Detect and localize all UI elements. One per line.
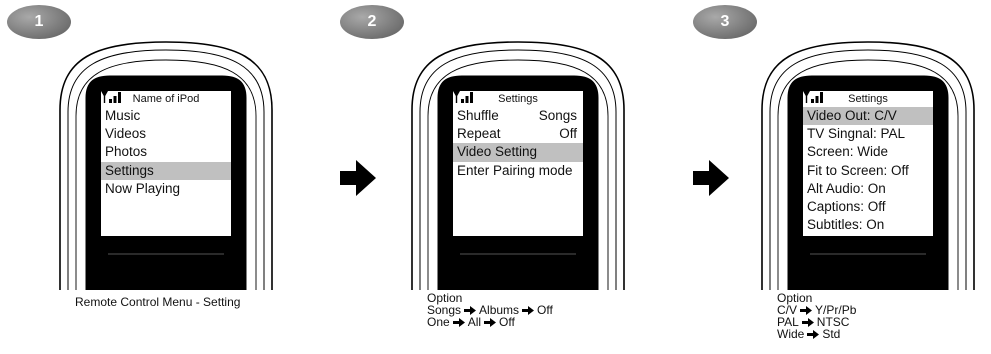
menu-item-label: TV Singnal: PAL [807, 126, 906, 142]
menu-item-label: Screen: Wide [807, 144, 889, 160]
menu-item-label: Photos [105, 144, 148, 160]
menu-item[interactable]: Videos [101, 125, 231, 143]
step-3-badge: 3 [693, 5, 757, 39]
option-line: One All Off [427, 316, 553, 328]
screen-title-text: Settings [498, 93, 538, 105]
screen-title-text: Settings [848, 93, 888, 105]
signal-strength-icon [803, 91, 823, 103]
menu-item-label: Subtitles: On [807, 217, 885, 233]
option-value: Off [537, 303, 553, 317]
option-value: NTSC [816, 315, 850, 329]
menu-item[interactable]: Subtitles: On [803, 216, 933, 234]
menu-item-label: Video Setting [457, 144, 538, 160]
menu-item[interactable]: Video Setting [453, 143, 583, 162]
step-2-badge: 2 [340, 5, 404, 39]
menu-item-label: Repeat [457, 126, 501, 142]
menu-item-label: Video Out: C/V [807, 108, 897, 123]
right-arrow-icon [693, 160, 729, 196]
option-line: C/V Y/Pr/Pb [777, 304, 856, 316]
menu-item-label: Now Playing [105, 180, 181, 196]
option-value: Y/Pr/Pb [815, 303, 857, 317]
menu-item-value: Songs [538, 108, 577, 123]
menu-item-label: Enter Pairing mode [457, 162, 573, 178]
option-value: Off [499, 315, 515, 329]
right-arrow-icon [484, 318, 497, 327]
option-line: PAL NTSC [777, 316, 856, 328]
right-arrow-icon [340, 160, 376, 196]
menu-item-label: Videos [105, 126, 147, 142]
menu-item-label: Settings [105, 162, 154, 178]
screen-title: Settings [453, 91, 583, 107]
menu-item[interactable]: Captions: Off [803, 198, 933, 216]
menu-item-label: Alt Audio: On [807, 180, 886, 196]
menu-item-label: Music [105, 108, 141, 123]
option-value: PAL [777, 315, 799, 329]
option-value: Albums [479, 303, 520, 317]
menu-item-label: Captions: Off [807, 198, 886, 214]
menu-item[interactable]: Shuffle Songs [453, 107, 583, 125]
menu-item-value: Off [559, 126, 577, 142]
menu-item[interactable]: Screen: Wide [803, 143, 933, 161]
signal-strength-icon [101, 91, 121, 103]
menu-item[interactable]: Settings [101, 161, 231, 180]
right-arrow-icon [801, 318, 814, 327]
option-value: Wide [777, 327, 805, 341]
screen-title: Name of iPod [101, 91, 231, 107]
right-arrow-icon [800, 306, 813, 315]
caption-heading: Option [777, 291, 813, 305]
menu-item[interactable]: Repeat Off [453, 125, 583, 143]
screen-title: Settings [803, 91, 933, 107]
caption-heading: Option [427, 291, 463, 305]
option-value: All [467, 315, 482, 329]
menu-item-label: Fit to Screen: Off [807, 162, 909, 178]
menu-item[interactable]: Fit to Screen: Off [803, 162, 933, 180]
menu-item[interactable]: Alt Audio: On [803, 180, 933, 198]
option-value: Std [822, 327, 841, 341]
step-1-badge: 1 [7, 5, 71, 39]
option-value: Songs [427, 303, 462, 317]
signal-strength-icon [453, 91, 473, 103]
screen-title-text: Name of iPod [132, 93, 200, 105]
right-arrow-icon [464, 306, 477, 315]
right-arrow-icon [807, 330, 820, 339]
step-1-caption: Remote Control Menu - Setting [75, 295, 241, 309]
menu-item[interactable]: Now Playing [101, 180, 231, 198]
option-line: Wide Std [777, 328, 856, 340]
menu-item[interactable]: Music [101, 107, 231, 125]
menu-item[interactable]: TV Singnal: PAL [803, 125, 933, 143]
menu-item[interactable]: Enter Pairing mode [453, 162, 583, 180]
menu-item-label: Shuffle [457, 108, 499, 123]
option-line: Songs Albums Off [427, 304, 553, 316]
right-arrow-icon [452, 318, 465, 327]
menu-item[interactable]: Video Out: C/V [803, 107, 933, 126]
menu-item[interactable]: Photos [101, 143, 231, 161]
option-value: One [427, 315, 450, 329]
right-arrow-icon [522, 306, 535, 315]
option-value: C/V [777, 303, 798, 317]
